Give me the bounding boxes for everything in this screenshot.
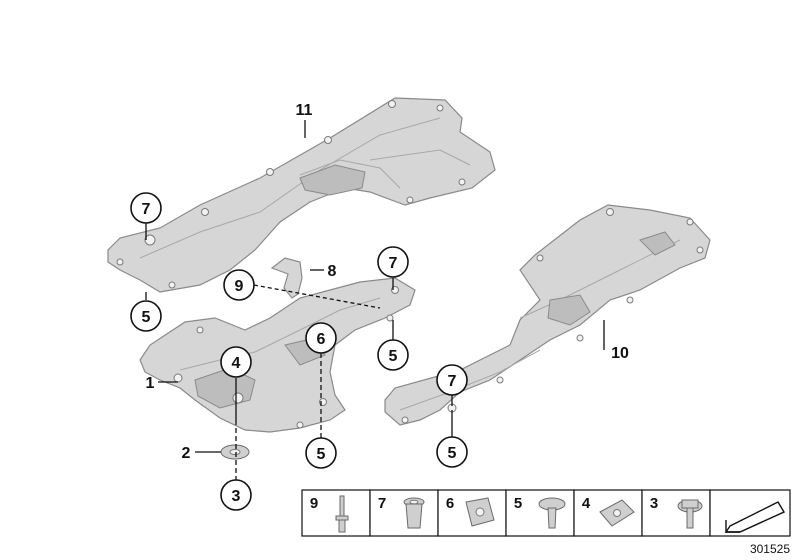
callout-5-left: 5 <box>130 300 162 332</box>
callout-4: 4 <box>220 346 252 378</box>
svg-text:5: 5 <box>142 309 151 326</box>
clip-nut-icon <box>465 497 495 527</box>
svg-text:7: 7 <box>448 373 457 390</box>
label-10: 10 <box>611 345 629 362</box>
legend-label-9: 9 <box>310 495 318 512</box>
legend-label-4: 4 <box>582 495 591 512</box>
bracket-8 <box>270 257 303 299</box>
expanding-nut-icon <box>403 497 425 529</box>
svg-text:5: 5 <box>389 348 398 365</box>
svg-text:6: 6 <box>317 331 326 348</box>
callout-5-middle: 5 <box>377 339 409 371</box>
label-11: 11 <box>296 102 313 119</box>
hex-bolt-icon <box>677 499 703 529</box>
svg-text:7: 7 <box>389 255 398 272</box>
nut-2 <box>220 444 250 460</box>
callout-5-lower: 5 <box>305 437 337 469</box>
svg-text:7: 7 <box>142 201 151 218</box>
legend-label-5: 5 <box>514 495 522 512</box>
callout-5-right: 5 <box>436 436 468 468</box>
svg-text:9: 9 <box>235 278 244 295</box>
underbody-shield-11 <box>107 97 496 293</box>
callout-7-top: 7 <box>130 192 162 224</box>
svg-text:4: 4 <box>232 355 241 372</box>
svg-text:5: 5 <box>317 446 326 463</box>
legend-label-7: 7 <box>378 495 386 512</box>
underbody-shield-10 <box>384 204 711 426</box>
legend-label-6: 6 <box>446 495 454 512</box>
plastic-rivet-icon <box>538 497 566 529</box>
callout-3: 3 <box>220 479 252 511</box>
callout-9: 9 <box>223 269 255 301</box>
callout-7-middle: 7 <box>377 246 409 278</box>
svg-text:3: 3 <box>232 488 241 505</box>
blind-rivet-icon <box>335 495 349 533</box>
label-2: 2 <box>182 445 191 462</box>
direction-arrow-icon <box>724 501 786 533</box>
underbody-shield-1 <box>139 277 416 433</box>
legend-label-3: 3 <box>650 495 658 512</box>
label-8: 8 <box>328 263 337 280</box>
spring-nut-icon <box>599 499 635 527</box>
callout-7-right: 7 <box>436 364 468 396</box>
parts-legend: 9 7 6 5 4 <box>301 489 791 537</box>
label-1: 1 <box>146 375 155 392</box>
leader-lines <box>145 120 605 480</box>
svg-text:5: 5 <box>448 445 457 462</box>
diagram-reference-number: 301525 <box>750 542 790 556</box>
callout-6: 6 <box>305 322 337 354</box>
